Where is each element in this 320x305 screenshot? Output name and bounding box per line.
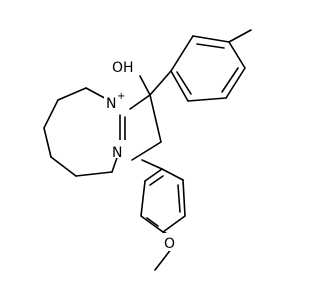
charge-plus: + <box>117 91 125 102</box>
molecule-svg: N + N OH O <box>43 29 252 271</box>
bond <box>129 94 151 110</box>
bond <box>187 97 227 102</box>
bond <box>50 156 77 177</box>
atom-methoxy-o: O <box>164 236 175 252</box>
methoxy-bond-methyl <box>154 247 173 271</box>
bond <box>144 168 163 182</box>
bond <box>176 71 192 95</box>
atom-hydroxyl: OH <box>112 60 134 76</box>
bond <box>149 94 162 143</box>
bond <box>43 99 59 129</box>
bond <box>162 215 186 233</box>
bond <box>228 41 246 69</box>
methyl-bond <box>228 29 252 43</box>
bond <box>131 141 162 161</box>
label-mask <box>163 233 179 251</box>
bond <box>192 35 230 43</box>
label-mask <box>111 140 129 158</box>
label-mask <box>104 92 122 110</box>
structure-drawing: N + N OH O <box>43 29 252 271</box>
bond <box>149 175 164 186</box>
methoxyphenyl-ring <box>140 159 186 233</box>
bond <box>57 87 87 101</box>
bond <box>146 217 159 227</box>
bond <box>149 70 172 96</box>
bond <box>43 127 52 158</box>
bond <box>141 159 163 170</box>
bond <box>75 171 113 177</box>
atom-n1: N <box>112 145 122 161</box>
bond <box>170 70 189 102</box>
azepine-ring <box>43 87 121 177</box>
atom-n-plus: N <box>106 96 116 112</box>
bond <box>225 67 246 99</box>
bond <box>170 35 194 72</box>
bond <box>161 168 184 181</box>
bond <box>140 215 164 233</box>
bond <box>196 43 225 49</box>
hydroxyl-bond <box>139 75 151 96</box>
bond <box>182 179 186 217</box>
tolyl-ring <box>149 35 246 102</box>
bond <box>140 180 146 217</box>
bond <box>221 67 239 93</box>
bond <box>177 184 181 213</box>
